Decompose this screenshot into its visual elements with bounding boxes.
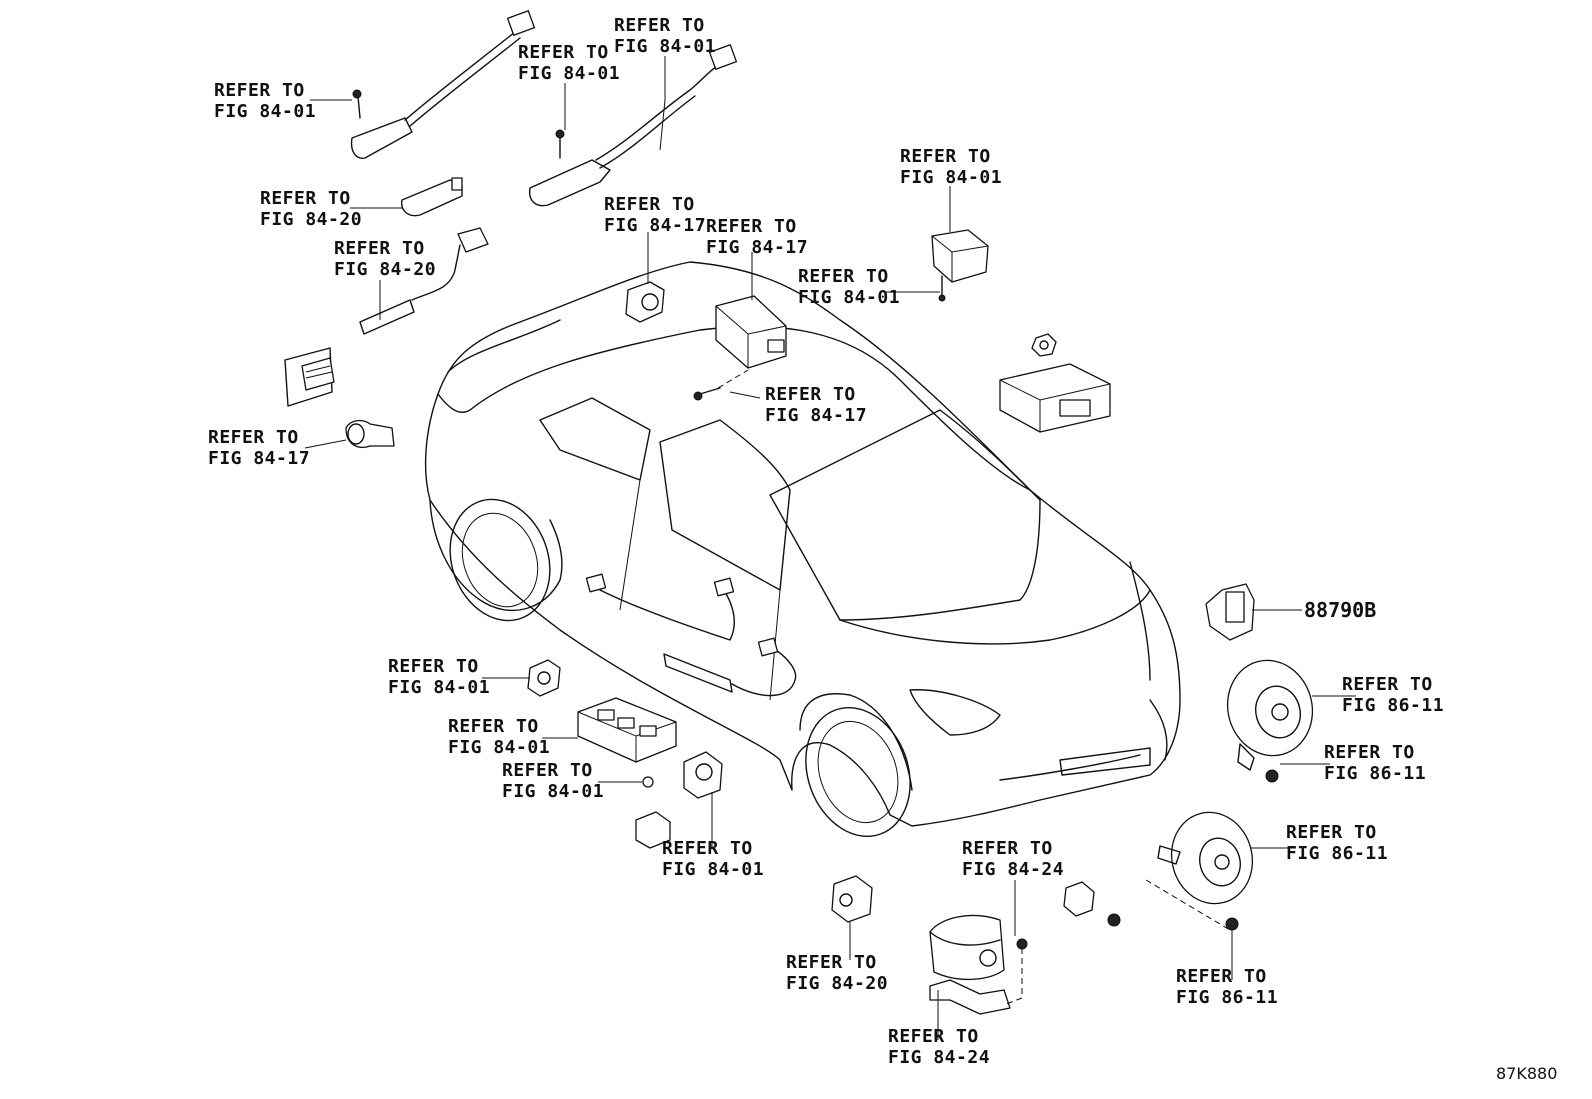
callout-refer: REFER TO [214,80,305,101]
callout-refer: REFER TO [786,952,877,973]
callout-fig: FIG 84-24 [888,1047,991,1068]
callout-fig: FIG 84-01 [662,859,765,880]
callout-refer: REFER TO [502,760,593,781]
callout-fig: FIG 84-01 [614,36,717,57]
callout-fig: FIG 84-20 [786,973,889,994]
vehicle-outline [424,261,1181,838]
callout-fig: FIG 84-17 [765,405,868,426]
callout-fig: FIG 84-17 [604,215,707,236]
callout-refer: REFER TO [1342,674,1433,695]
sensor-84-20-bottom [831,875,873,923]
callout-fig: FIG 84-01 [214,101,317,122]
sensor-84-20-lower [359,227,489,335]
ecu-module-84-17 [693,295,787,401]
callout-fig: FIG 84-01 [518,63,621,84]
power-window-switch [577,697,677,763]
siren-84-24 [929,914,1028,1015]
callout-refer: REFER TO [888,1026,979,1047]
callout-refer: REFER TO [334,238,425,259]
sensor-harness-top-middle [528,44,738,207]
callout-refer: REFER TO [604,194,695,215]
callout-refer: REFER TO [448,716,539,737]
callout-refer: REFER TO [765,384,856,405]
sensor-84-24-small [1063,881,1121,927]
junction-block [999,333,1111,433]
interior-sensor-84-17 [625,281,665,323]
callout-refer: REFER TO [208,427,299,448]
door-mirror-switch [527,659,561,697]
callout-refer: REFER TO [518,42,609,63]
callout-fig: FIG 86-11 [1342,695,1445,716]
callout-fig: FIG 84-01 [388,677,491,698]
callout-refer: REFER TO [798,266,889,287]
callout-fig: FIG 84-20 [334,259,437,280]
callout-fig: FIG 84-01 [502,781,605,802]
switch-84-01-lower [683,751,723,799]
callout-refer: REFER TO [388,656,479,677]
horn-upper [1226,659,1314,783]
leader-lines [304,56,1356,1040]
horn-lower [1145,811,1254,931]
callout-fig: FIG 86-11 [1324,763,1427,784]
callout-fig: FIG 84-24 [962,859,1065,880]
sensor-84-20-upper [401,177,463,217]
relay-84-01-upper-right [931,229,989,302]
callout-refer: REFER TO [1176,966,1267,987]
callout-fig: FIG 84-01 [448,737,551,758]
callout-fig: FIG 84-01 [798,287,901,308]
switch-screw [642,776,654,788]
sensor-harness-top-left [350,10,536,159]
callout-fig: FIG 84-20 [260,209,363,230]
callout-refer: REFER TO [614,15,705,36]
callout-refer: REFER TO [1286,822,1377,843]
callout-fig: FIG 84-17 [208,448,311,469]
callout-refer: REFER TO [1324,742,1415,763]
callout-refer: REFER TO [962,838,1053,859]
switch-connector [635,811,671,849]
diagram-code: 87K880 [1496,1064,1558,1083]
callout-refer: REFER TO [260,188,351,209]
callout-fig: FIG 86-11 [1176,987,1279,1008]
callout-refer: REFER TO [706,216,797,237]
callout-refer: REFER TO [900,146,991,167]
parking-sensor-84-17 [345,419,395,449]
callout-fig: FIG 84-17 [706,237,809,258]
part-number-label: 88790B [1304,598,1377,622]
door-harness [585,573,797,697]
callout-fig: FIG 86-11 [1286,843,1389,864]
callout-refer: REFER TO [662,838,753,859]
callout-fig: FIG 84-01 [900,167,1003,188]
sensor-88790b [1205,583,1255,641]
rear-sensor-bracket [284,347,335,407]
